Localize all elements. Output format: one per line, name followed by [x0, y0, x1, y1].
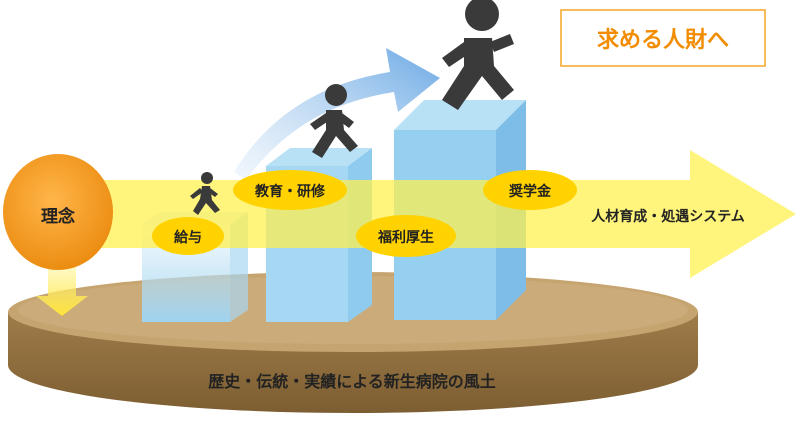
hr-system-label: 人材育成・処遇システム [591, 208, 745, 225]
step-welfare-label: 福利厚生 [377, 229, 434, 246]
step-education: 教育・研修 [233, 170, 347, 210]
title-text: 求める人財へ [597, 28, 729, 53]
philosophy-label: 理念 [41, 206, 75, 227]
jump-arrow [234, 48, 440, 180]
step-salary-label: 給与 [174, 229, 202, 246]
runner-figure-medium [310, 84, 358, 158]
step-scholarship: 奨学金 [483, 170, 577, 210]
philosophy-circle: 理念 [3, 154, 113, 270]
runner-figure-large [442, 0, 514, 110]
step-welfare: 福利厚生 [356, 215, 456, 257]
runner-figure-small [190, 172, 220, 215]
title-box: 求める人財へ [560, 9, 766, 67]
step-education-label: 教育・研修 [255, 183, 326, 200]
foundation-label: 歴史・伝統・実績による新生病院の風土 [208, 372, 496, 391]
step-scholarship-label: 奨学金 [509, 183, 552, 200]
step-salary: 給与 [152, 217, 224, 255]
